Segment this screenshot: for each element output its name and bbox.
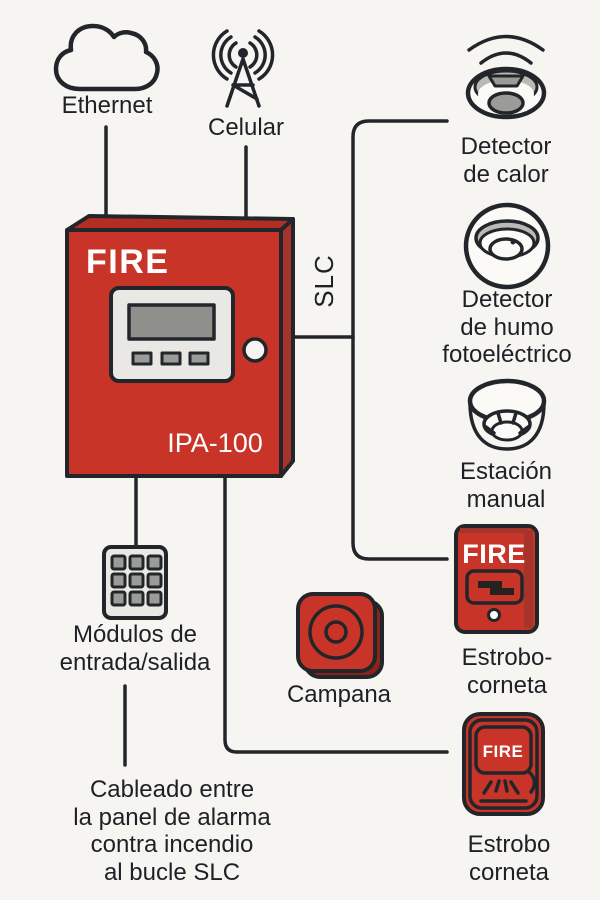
cell-tower-icon (211, 29, 275, 108)
wire-slc-loop (351, 119, 449, 561)
bell-icon (296, 592, 384, 679)
wire-panel-to-strobe (223, 474, 449, 754)
slc-bus-label: SLC (309, 254, 339, 308)
bell-label: Campana (286, 681, 392, 708)
fire-panel: FIRE IPA-100 (65, 214, 295, 478)
smoke-detector-label: Detector de humo fotoeléctrico (442, 286, 572, 368)
panel-lcd-display (127, 303, 216, 341)
strobe-horn-fire-text: FIRE (483, 742, 524, 761)
heat-detector-icon (465, 34, 547, 120)
strobe-horn-label: Estrobo corneta (467, 831, 551, 886)
smoke-detector-icon (463, 202, 551, 290)
panel-button-2 (160, 351, 182, 366)
io-module-icon (102, 545, 168, 620)
cloud-icon (53, 23, 160, 92)
strobe-horn-icon: FIRE (462, 712, 545, 816)
panel-button-3 (188, 351, 210, 366)
io-modules-label: Módulos de entrada/salida (59, 621, 211, 676)
manual-station-icon (467, 378, 547, 451)
connector-lines (104, 119, 449, 767)
slc-wiring-caption: Cableado entre la panel de alarma contra… (73, 776, 271, 886)
manual-station-label: Estación manual (459, 458, 553, 513)
panel-button-1 (131, 351, 153, 366)
pull-handle (478, 581, 514, 595)
ethernet-label: Ethernet (61, 92, 153, 119)
heat-detector-label: Detector de calor (460, 133, 552, 188)
pull-station-icon: FIRE (454, 524, 539, 634)
panel-round-button (242, 337, 268, 363)
strobe-horn-station-label: Estrobo- corneta (461, 644, 553, 699)
pull-station-fire-text: FIRE (462, 539, 526, 569)
panel-brand-text: FIRE (86, 243, 169, 281)
cellular-label: Celular (207, 114, 285, 141)
panel-model-text: IPA-100 (167, 428, 263, 458)
